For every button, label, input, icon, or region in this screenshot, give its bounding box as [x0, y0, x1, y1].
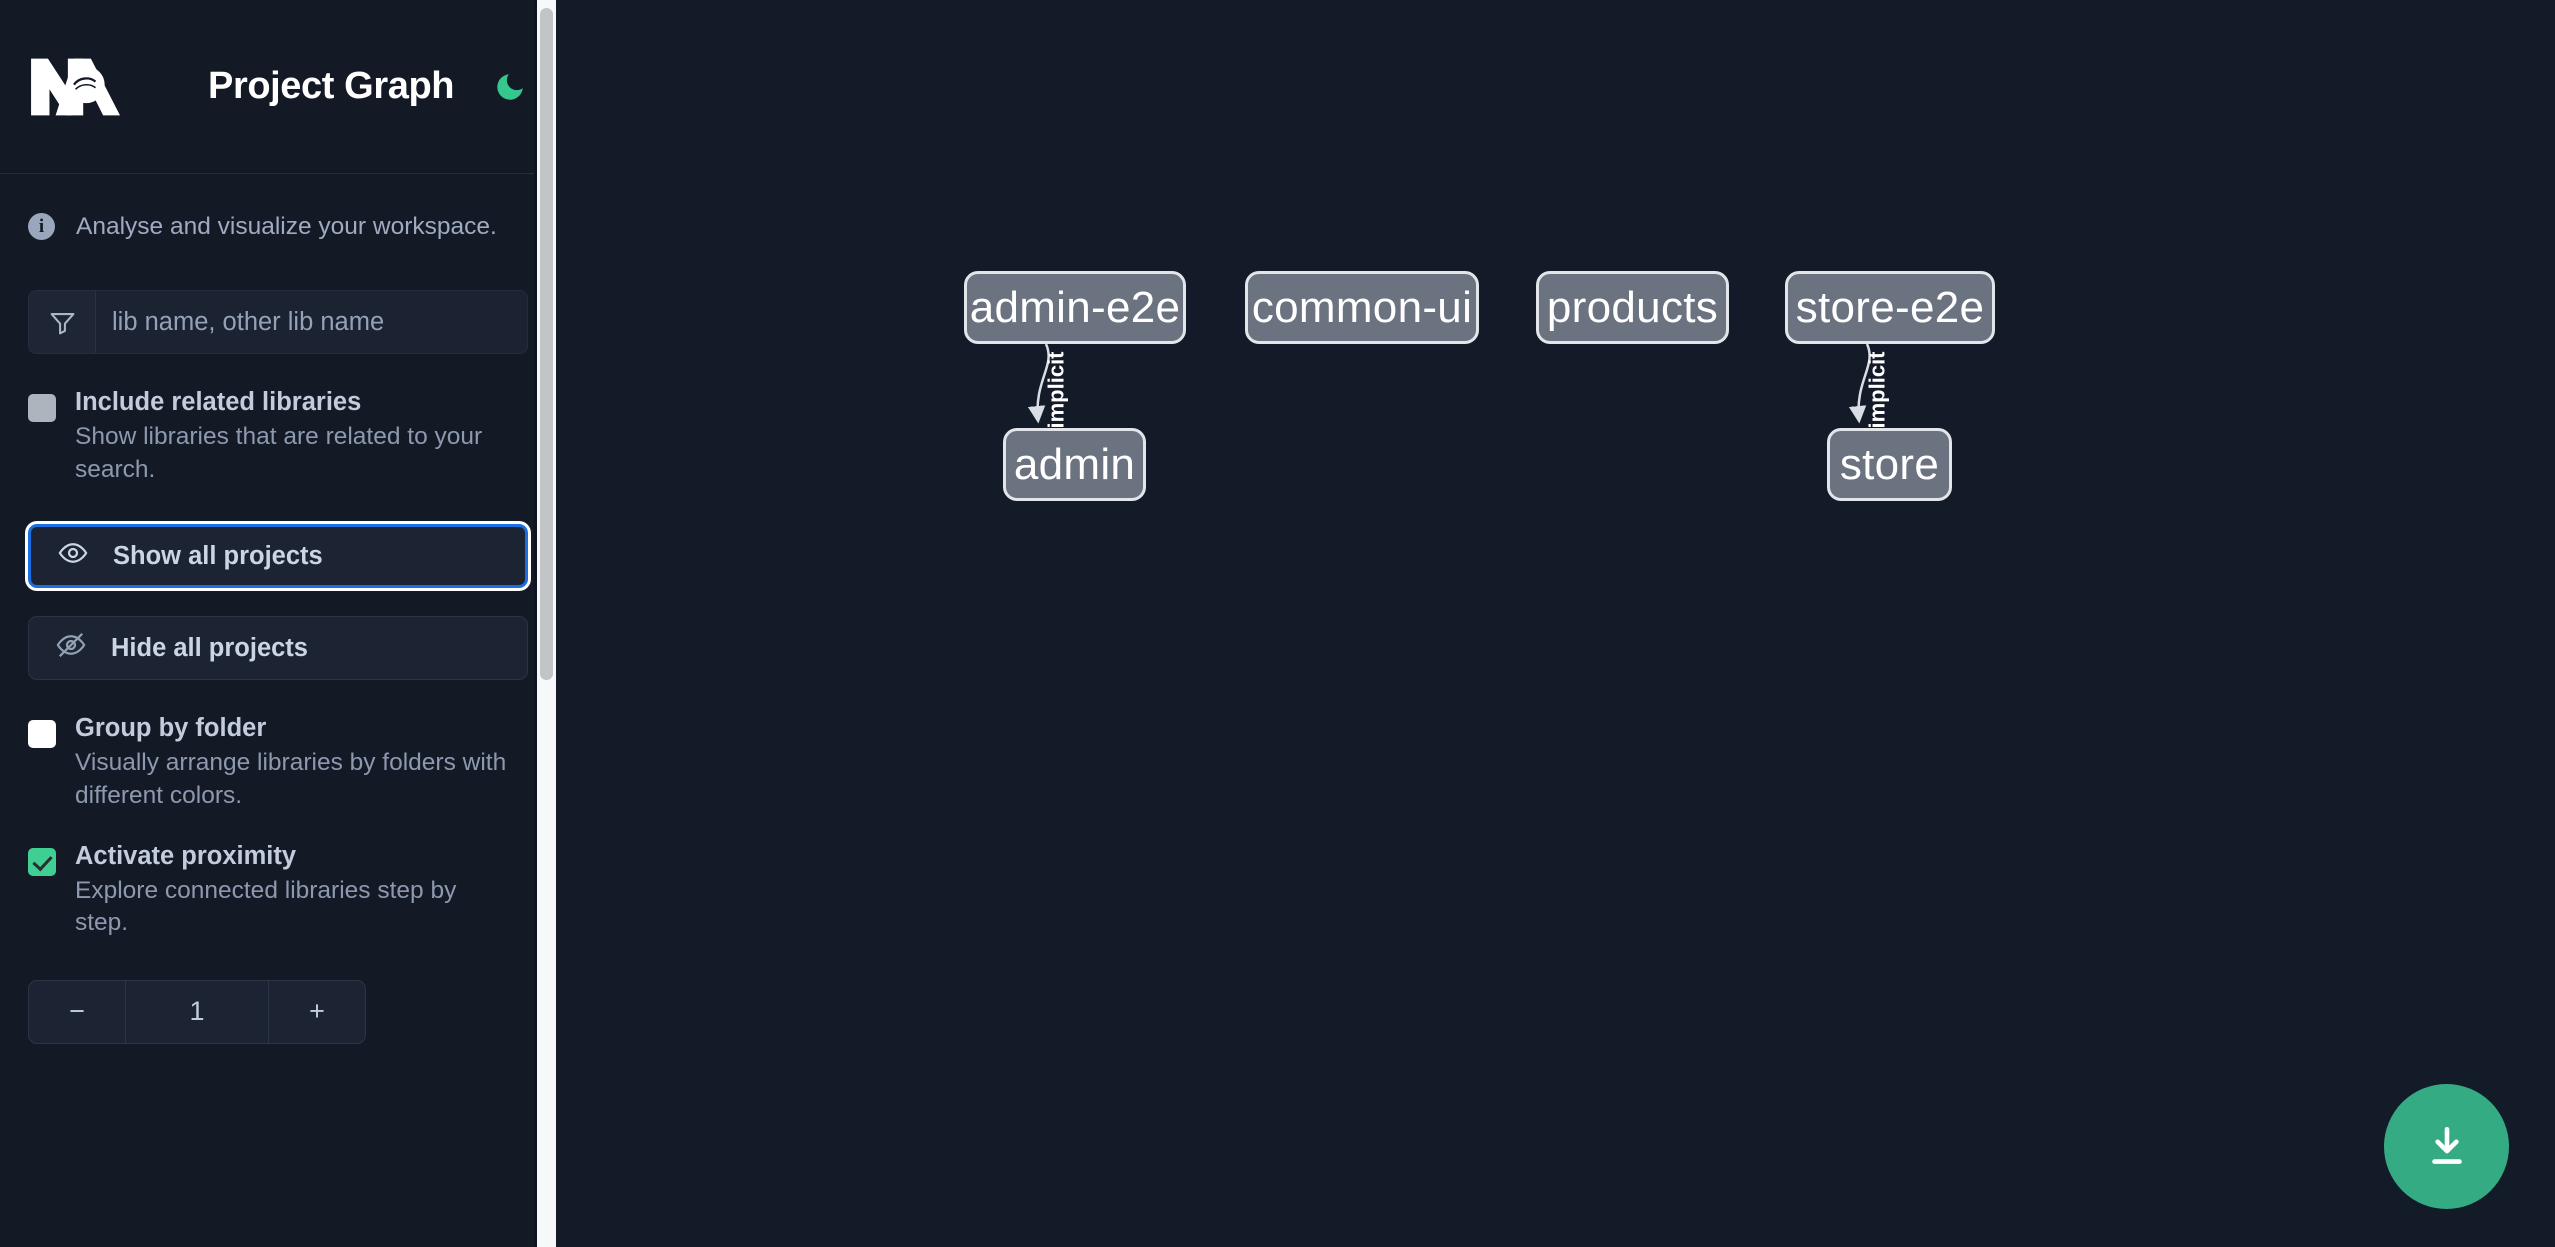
eye-off-icon — [56, 630, 86, 667]
graph-node-common-ui[interactable]: common-ui — [1245, 271, 1479, 344]
show-all-projects-label: Show all projects — [113, 541, 323, 570]
workspace-info-text: Analyse and visualize your workspace. — [76, 212, 497, 240]
graph-node-store-e2e[interactable]: store-e2e — [1785, 271, 1995, 344]
stepper-increment-button[interactable]: + — [268, 980, 365, 1043]
show-all-projects-button[interactable]: Show all projects — [28, 524, 528, 589]
hide-all-projects-label: Hide all projects — [111, 633, 308, 662]
info-icon: i — [28, 213, 55, 240]
visibility-buttons: Show all projects Hide all projects — [28, 524, 528, 681]
eye-icon — [58, 538, 88, 575]
option-title: Activate proximity — [75, 841, 297, 870]
graph-node-admin[interactable]: admin — [1003, 428, 1146, 501]
option-title: Include related libraries — [75, 388, 362, 416]
filter-icon — [29, 291, 96, 353]
graph-node-store[interactable]: store — [1827, 428, 1952, 501]
checkbox-activate-proximity[interactable] — [28, 847, 56, 876]
stepper-decrement-button[interactable]: − — [29, 980, 126, 1043]
graph-node-admin-e2e[interactable]: admin-e2e — [964, 271, 1186, 344]
checkbox-include-related-libraries[interactable] — [28, 394, 56, 422]
edge-label-implicit-admin: implicit — [1043, 351, 1069, 429]
download-button[interactable] — [2384, 1084, 2509, 1209]
sidebar-edge — [534, 0, 537, 1247]
sidebar-scrollbar-thumb[interactable] — [540, 8, 553, 680]
sidebar: Project Graph i Analyse and visualize yo… — [0, 0, 556, 1247]
option-desc: Show libraries that are related to your … — [75, 423, 483, 483]
search-row — [28, 290, 528, 354]
option-desc: Visually arrange libraries by folders wi… — [75, 749, 507, 809]
graph-node-products[interactable]: products — [1536, 271, 1729, 344]
workspace-info: i Analyse and visualize your workspace. — [0, 174, 556, 279]
option-group-by-folder[interactable]: Group by folder Visually arrange librari… — [28, 680, 528, 812]
sidebar-body: Include related libraries Show libraries… — [0, 279, 556, 1247]
option-include-related-libraries[interactable]: Include related libraries Show libraries… — [28, 354, 528, 486]
hide-all-projects-button[interactable]: Hide all projects — [28, 616, 528, 681]
project-graph-canvas[interactable]: implicit implicit admin-e2e common-ui pr… — [556, 0, 2555, 1247]
graph-edges — [1027, 343, 1871, 424]
option-title: Group by folder — [75, 714, 267, 743]
moon-icon[interactable] — [488, 65, 532, 109]
sidebar-scrollbar[interactable] — [537, 0, 556, 1247]
checkbox-group-by-folder[interactable] — [28, 720, 56, 749]
edge-label-implicit-store: implicit — [1864, 351, 1890, 429]
option-desc: Explore connected libraries step by step… — [75, 876, 457, 937]
stepper-value: 1 — [189, 996, 205, 1027]
page-title: Project Graph — [208, 65, 455, 107]
nx-logo — [28, 54, 120, 120]
sidebar-header: Project Graph — [0, 0, 556, 174]
search-input[interactable] — [96, 291, 527, 353]
proximity-stepper: − 1 + — [28, 979, 366, 1044]
option-activate-proximity[interactable]: Activate proximity Explore connected lib… — [28, 813, 528, 940]
